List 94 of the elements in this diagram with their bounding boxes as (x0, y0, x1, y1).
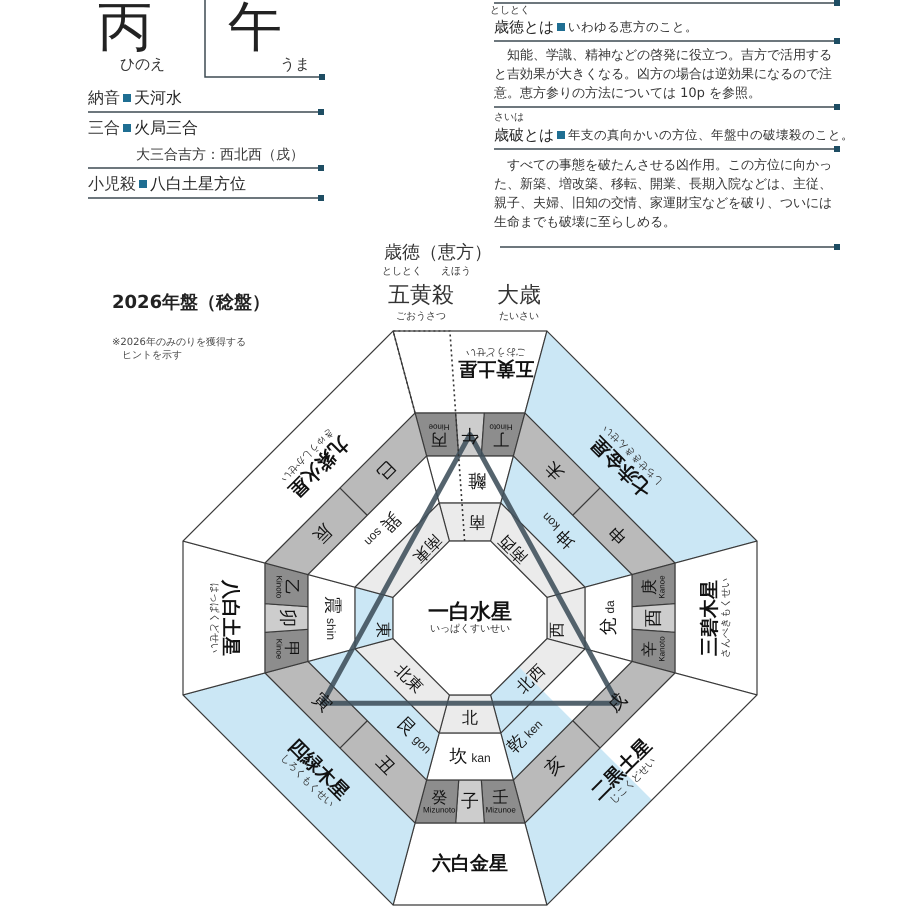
term-value: 火局三合 (134, 118, 198, 138)
star-segment (393, 823, 547, 905)
definition-text: いわゆる恵方のこと。 (568, 18, 698, 36)
star-segment (675, 541, 757, 695)
trigram-character: 兌 (600, 618, 618, 636)
paragraph: 知能、学識、精神などの啓発に役立つ。吉方で活用すると吉効果が大きくなる。凶方の場合は逆効果になるので注意。恵方参りの方法については 10p を参照。 (494, 47, 833, 103)
direction-label: 南東 (410, 532, 444, 566)
branch-character: 丑 (372, 752, 398, 778)
branch-character: 寅 (310, 690, 336, 716)
trigram-romaji: da (604, 600, 616, 614)
trigram-character: 震 (322, 596, 340, 614)
stem-character: 乙 (283, 579, 299, 596)
trigram-segment (308, 574, 356, 662)
large-kanji: 午 (228, 0, 282, 54)
branch-character: 未 (542, 458, 568, 484)
branch-segment (455, 780, 485, 823)
stem-character: 庚 (641, 579, 657, 596)
term-label: 三合 (88, 118, 120, 138)
star-reading: ごおうどせい (466, 346, 526, 358)
branch-character: 戌 (604, 690, 630, 716)
branch-character: 亥 (542, 752, 568, 778)
direction-label: 北西 (514, 662, 548, 696)
star-reading: さんぺきもくせい (720, 578, 732, 658)
direction-label: 南 (468, 514, 485, 530)
heading-term: 歳破とは (494, 125, 554, 145)
stem-romaji: Hinoe (428, 422, 450, 430)
stem-segment (265, 629, 308, 673)
stem-romaji: Kinoe (274, 638, 282, 659)
stem-character: 癸 (431, 789, 448, 805)
trigram-segment (585, 574, 632, 662)
direction-label: 南西 (496, 532, 530, 566)
furigana: としとく (490, 5, 530, 17)
branch-character: 巳 (372, 458, 398, 484)
star-name: 八白土星 (220, 580, 240, 656)
direction-note: 大三合吉方：西北西（戌） (136, 147, 304, 164)
stem-character: 壬 (492, 789, 509, 805)
direction-label: 東 (375, 622, 391, 638)
furigana: ごおうさつ (396, 311, 446, 323)
stem-character: 辛 (641, 640, 657, 657)
star-reading: いっぱくすいせい (430, 624, 510, 634)
branch-character: 申 (604, 520, 630, 546)
star-name: 六白金星 (432, 854, 508, 874)
note-text: ※2026年のみのりを獲得するヒントを示す (112, 336, 247, 362)
branch-character: 辰 (310, 520, 336, 546)
large-kanji: 丙 (98, 0, 152, 54)
term-label: 小児殺 (88, 174, 136, 194)
trigram-romaji: shin (324, 618, 336, 640)
furigana: としとく (382, 266, 422, 278)
branch-segment (455, 413, 485, 456)
map-heading: 大歳 (497, 283, 541, 308)
direction-label: 西 (549, 622, 565, 638)
trigram-romaji: kon (540, 510, 562, 533)
trigram-romaji: kan (471, 752, 491, 764)
stem-romaji: Kinoto (274, 576, 282, 599)
furigana: たいさい (499, 311, 539, 323)
stem-romaji: Hinoto (489, 422, 512, 430)
stem-character: 甲 (283, 640, 299, 657)
stem-character: 丙 (431, 431, 448, 447)
stem-segment (632, 563, 675, 607)
map-heading: 五黄殺 (388, 283, 454, 308)
trigram-romaji: son (362, 526, 385, 548)
branch-character: 酉 (644, 609, 662, 627)
branch-character: 子 (461, 792, 479, 810)
branch-character: 卯 (278, 609, 296, 627)
star-reading: はっぱくどせい (208, 583, 220, 653)
furigana: えほう (441, 266, 471, 278)
chart-title: 2026年盤（稔盤） (112, 292, 270, 314)
kana-reading: うま (280, 56, 310, 72)
heading-term: 歳徳とは (494, 17, 554, 37)
trigram-character: 離 (468, 470, 486, 488)
branch-segment (265, 603, 308, 633)
stem-romaji: Kanoto (658, 636, 666, 662)
direction-label: 北東 (392, 662, 426, 696)
term-value: 八白土星方位 (150, 174, 246, 194)
direction-label: 北 (462, 710, 478, 726)
star-name: 一白水星 (428, 602, 512, 622)
term-label: 納音 (88, 88, 120, 108)
stem-romaji: Mizunoto (423, 806, 456, 814)
stem-romaji: Mizunoe (486, 806, 516, 814)
term-value: 天河水 (134, 88, 182, 108)
star-name: 五黄土星 (458, 358, 534, 378)
star-segment (183, 541, 266, 695)
kana-reading: ひのえ (120, 56, 165, 72)
star-name: 三碧木星 (700, 580, 720, 656)
branch-character: 午 (461, 426, 479, 444)
trigram-character: 坎 (449, 748, 468, 766)
definition-text: 年支の真向かいの方位、年盤中の破壊殺のこと。 (568, 126, 854, 144)
furigana: さいは (494, 112, 524, 124)
paragraph: すべての事態を破たんさせる凶作用。この方位に向かった、新築、増改築、移転、開業、長期入院などは、主従、親子、夫婦、旧知の交情、家運財宝などを破り、ついには生命までも破壊に至らしめる。 (494, 157, 833, 232)
trigram-romaji: gon (410, 732, 434, 756)
stem-romaji: Kanoe (658, 576, 666, 599)
map-heading: 歳徳（恵方） (384, 243, 492, 264)
stem-segment (481, 780, 525, 823)
stem-character: 丁 (492, 431, 509, 447)
